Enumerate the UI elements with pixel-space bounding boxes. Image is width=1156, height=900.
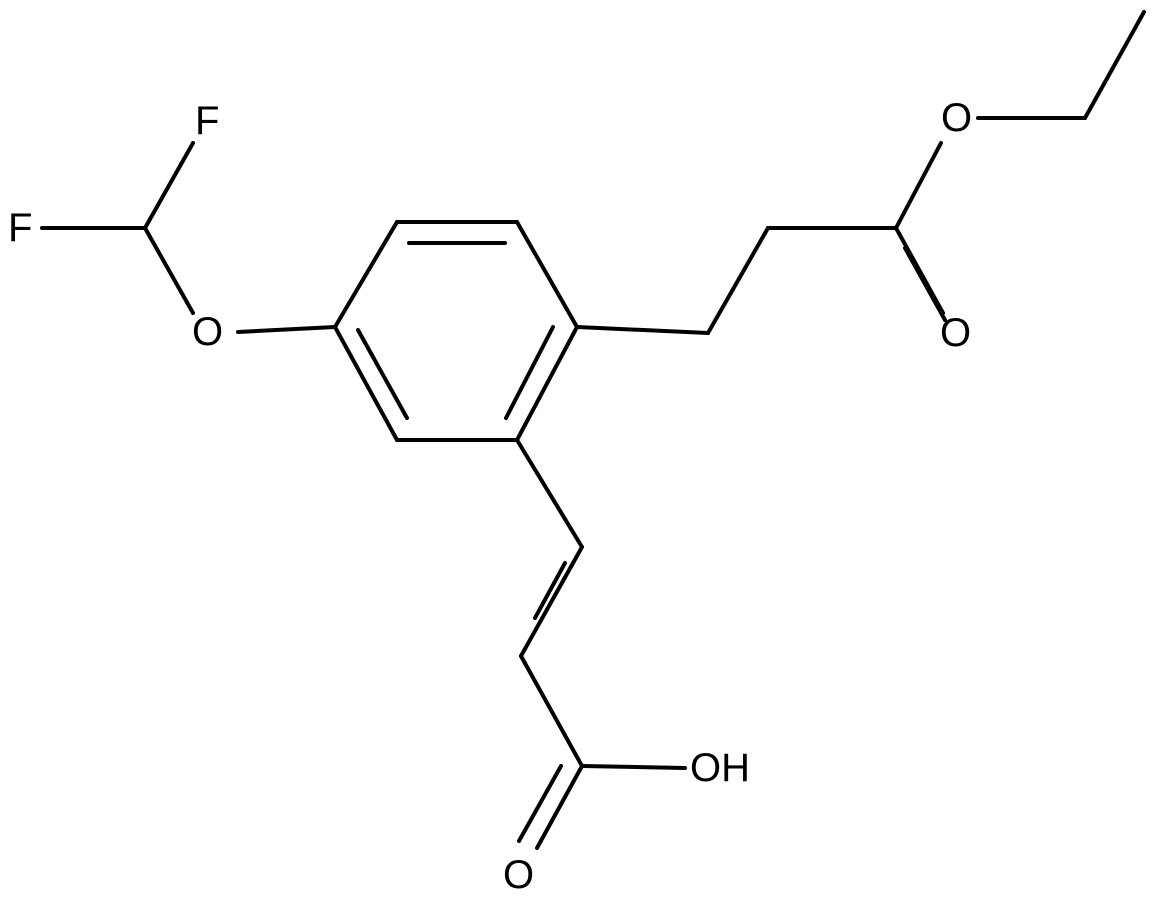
ring-bond-lower-left [333, 325, 399, 442]
bond-chf2-to-f-top [143, 141, 195, 230]
atom-label-ester-oxygen: O [941, 96, 972, 140]
atom-label-ether-oxygen: O [192, 310, 223, 354]
ring-bond-upper-right [515, 220, 579, 329]
bond-vinyl-double-outer [519, 545, 584, 658]
bond-carbonyl-to-ester-oxygen [894, 141, 943, 230]
atom-label-hydroxyl: OH [690, 746, 750, 790]
ring-bond-upper-left [333, 220, 399, 329]
bond-acid-carbon-to-oh [580, 764, 687, 770]
bond-acid-carbonyl-double-outer [535, 764, 584, 850]
bond-acid-carbonyl-double-inner [517, 764, 563, 843]
difluoromethoxy-group: F F O [8, 99, 337, 354]
atom-label-ester-carbonyl-oxygen: O [940, 311, 971, 355]
bond-ethyl-ch2-to-ch3 [1083, 10, 1146, 120]
bond-ring-to-oxygen [236, 325, 337, 334]
atom-label-f-left: F [8, 206, 32, 250]
atom-label-f-top: F [195, 99, 219, 143]
ring-bond-lower-right [515, 325, 579, 442]
atom-label-acid-carbonyl-oxygen: O [503, 853, 534, 897]
bond-ring-to-ch2 [575, 325, 710, 335]
bond-ring-to-vinyl [515, 438, 584, 549]
benzene-ring [333, 220, 579, 442]
bond-vinyl-to-acid-carbon [519, 654, 584, 768]
bond-ester-carbonyl-double-inner [903, 246, 947, 322]
ring-bond-lower-left-inner [356, 328, 409, 420]
bond-ch2-to-ch2 [706, 226, 770, 335]
bond-oxygen-to-chf2 [143, 226, 195, 315]
ring-bond-lower-right-inner [504, 325, 555, 420]
bond-vinyl-double-inner [533, 561, 567, 620]
acrylic-acid-chain: OH O [503, 438, 750, 897]
ethyl-propanoate-chain: O O [575, 10, 1146, 355]
